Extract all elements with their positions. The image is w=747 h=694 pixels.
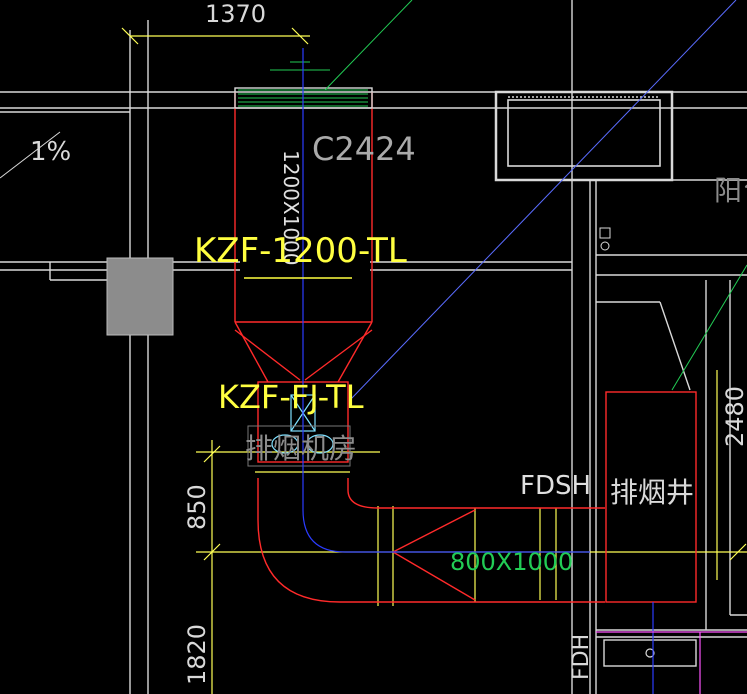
fan-room-label: 排烟机房 [245, 432, 357, 465]
leader-lines [324, 0, 747, 391]
shaft-label: 排烟井 [610, 476, 694, 509]
slope-arrow [0, 131, 61, 179]
callout-leader-blue [349, 0, 737, 401]
dimension-lines [121, 27, 747, 694]
dimension-1820: 1820 [183, 624, 211, 685]
pipe-lines [596, 631, 747, 694]
window-tag: C2424 [312, 130, 416, 168]
dimension-2480: 2480 [721, 386, 747, 447]
dimension-850: 850 [183, 484, 211, 530]
duct-size-horizontal: 800X1000 [450, 548, 573, 576]
structural-column-block [106, 257, 174, 336]
fdh-label: FDH [569, 634, 594, 680]
duct-size-vertical: 1200X1000 [279, 150, 303, 266]
fan-label: KZF-1200-TL [194, 231, 407, 271]
exhaust-duct [234, 92, 697, 603]
balcony-label: 阳台 [714, 174, 747, 207]
dimension-1370: 1370 [205, 0, 266, 28]
reducer-label: KZF-FJ-TL [218, 378, 364, 416]
slope-label: 1% [30, 137, 71, 167]
damper-label: FDSH [520, 471, 591, 501]
centre-lines [302, 48, 654, 694]
